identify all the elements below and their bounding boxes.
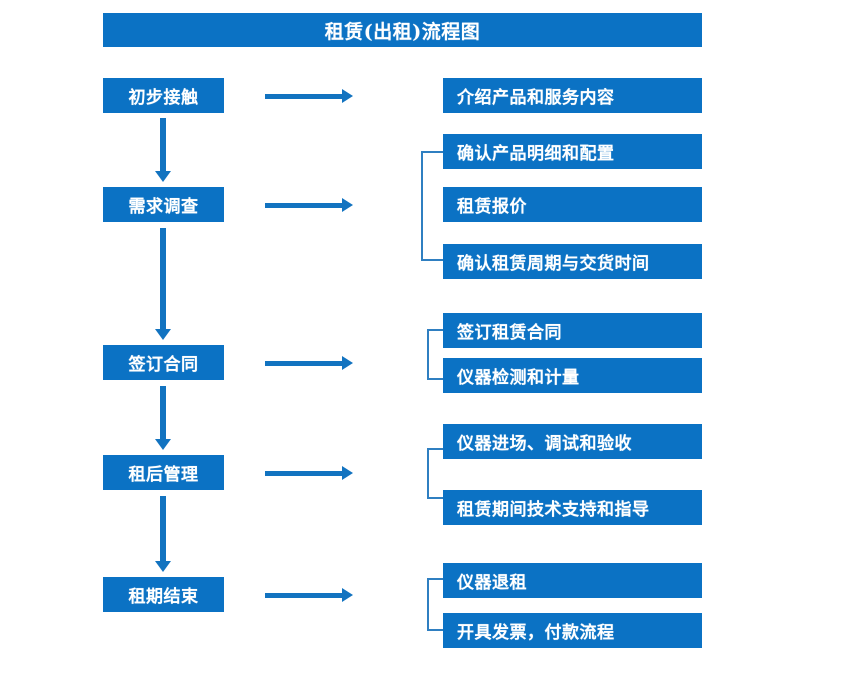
group-bracket-3 (427, 329, 443, 380)
horizontal-arrow-icon-1 (265, 89, 353, 103)
vertical-arrow-icon-1 (155, 118, 171, 182)
detail-box-2-1[interactable]: 确认产品明细和配置 (443, 134, 702, 169)
group-bracket-5 (427, 578, 443, 631)
vertical-arrow-icon-3 (155, 386, 171, 450)
detail-box-2-3[interactable]: 确认租赁周期与交货时间 (443, 244, 702, 279)
detail-box-1-1[interactable]: 介绍产品和服务内容 (443, 78, 702, 113)
horizontal-arrow-icon-2 (265, 198, 353, 212)
vertical-arrow-icon-2 (155, 228, 171, 340)
group-bracket-4 (427, 448, 443, 499)
diagram-title: 租赁(出租)流程图 (103, 13, 702, 47)
stage-box-4[interactable]: 租后管理 (103, 455, 224, 490)
detail-box-5-1[interactable]: 仪器退租 (443, 563, 702, 598)
detail-box-4-1[interactable]: 仪器进场、调试和验收 (443, 424, 702, 459)
horizontal-arrow-icon-5 (265, 588, 353, 602)
detail-box-2-2[interactable]: 租赁报价 (443, 187, 702, 222)
stage-box-1[interactable]: 初步接触 (103, 78, 224, 113)
horizontal-arrow-icon-3 (265, 356, 353, 370)
detail-box-5-2[interactable]: 开具发票，付款流程 (443, 613, 702, 648)
detail-box-3-2[interactable]: 仪器检测和计量 (443, 358, 702, 393)
vertical-arrow-icon-4 (155, 496, 171, 572)
group-bracket-2 (421, 151, 443, 261)
stage-box-3[interactable]: 签订合同 (103, 345, 224, 380)
stage-box-2[interactable]: 需求调查 (103, 187, 224, 222)
detail-box-4-2[interactable]: 租赁期间技术支持和指导 (443, 490, 702, 525)
stage-box-5[interactable]: 租期结束 (103, 577, 224, 612)
horizontal-arrow-icon-4 (265, 466, 353, 480)
detail-box-3-1[interactable]: 签订租赁合同 (443, 313, 702, 348)
